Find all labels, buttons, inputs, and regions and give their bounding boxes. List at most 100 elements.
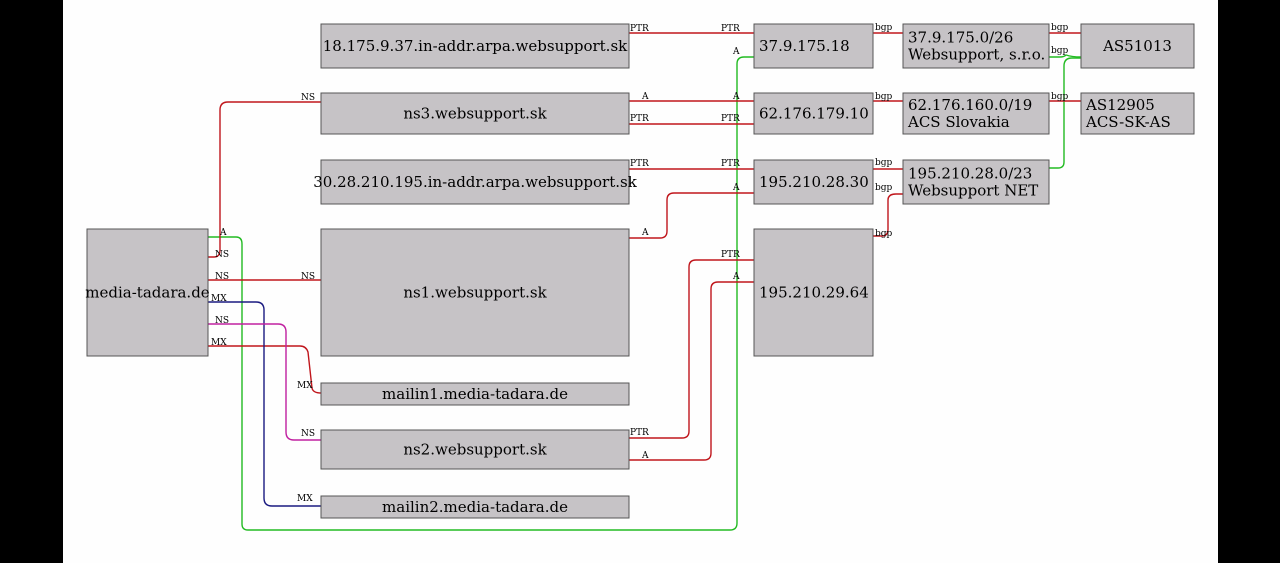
label-bgp-net2: bgp xyxy=(1051,92,1069,102)
label-ptr-rev2-src: PTR xyxy=(630,159,649,169)
edge-a-ns2-ip4 xyxy=(629,281,754,461)
node-ip3[interactable]: 195.210.28.30 xyxy=(753,159,874,205)
node-rev1[interactable]: 18.175.9.37.in-addr.arpa.websupport.sk xyxy=(320,23,630,69)
label-a-ns3: A xyxy=(641,92,649,102)
label-a-ip4: A xyxy=(732,272,740,282)
node-rev1-label: 18.175.9.37.in-addr.arpa.websupport.sk xyxy=(323,37,628,55)
label-bgp-net1: bgp xyxy=(1051,23,1069,33)
label-a-domain: A xyxy=(219,228,227,238)
label-a-ip1: A xyxy=(732,47,740,57)
label-a-ns1: A xyxy=(641,228,649,238)
node-mailin2[interactable]: mailin2.media-tadara.de xyxy=(320,495,630,519)
node-domain-box xyxy=(86,228,209,357)
node-mailin2-label: mailin2.media-tadara.de xyxy=(382,498,568,516)
label-ptr-ns3-dst: PTR xyxy=(721,114,740,124)
node-mailin1[interactable]: mailin1.media-tadara.de xyxy=(320,382,630,406)
node-net3-box xyxy=(902,159,1050,205)
node-domain-label: media-tadara.de xyxy=(85,284,210,302)
edge-ns-domain-ns2 xyxy=(208,323,321,441)
label-ns-domain-2: NS xyxy=(215,272,229,282)
node-as1[interactable]: AS51013 xyxy=(1080,23,1195,69)
label-bgp-ip4: bgp xyxy=(875,229,893,239)
node-as2-box xyxy=(1080,92,1195,135)
node-net1-label: Websupport, s.r.o. xyxy=(908,46,1045,64)
label-ns-domain-1: NS xyxy=(215,250,229,260)
node-net1-label: 37.9.175.0/26 xyxy=(908,29,1013,47)
node-ns1-box xyxy=(320,228,630,357)
label-a-ip2: A xyxy=(732,92,740,102)
label-ptr-rev2-dst: PTR xyxy=(721,159,740,169)
node-as2-label: AS12905 xyxy=(1085,96,1155,114)
edge-a-ns1-ip3 xyxy=(629,192,754,239)
node-ip4-label: 195.210.29.64 xyxy=(759,284,869,302)
edge-a-domain-ip1 xyxy=(208,56,754,531)
label-ns-ns3: NS xyxy=(301,93,315,103)
label-mx-mailin1: MX xyxy=(297,381,313,391)
node-ip1[interactable]: 37.9.175.18 xyxy=(753,23,874,69)
diagram-canvas: media-tadara.de 18.175.9.37.in-addr.arpa.… xyxy=(63,0,1218,563)
label-ptr-ns2: PTR xyxy=(630,428,649,438)
node-ns3[interactable]: ns3.websupport.sk xyxy=(320,92,630,135)
edge-bgp-ip4-net3 xyxy=(873,193,903,237)
node-net3-label: Websupport NET xyxy=(908,182,1038,200)
node-ns3-box xyxy=(320,92,630,135)
node-ns3-label: ns3.websupport.sk xyxy=(403,105,547,123)
node-mailin2-box xyxy=(320,495,630,519)
node-ip2[interactable]: 62.176.179.10 xyxy=(753,92,874,135)
dns-graph: media-tadara.de 18.175.9.37.in-addr.arpa.… xyxy=(85,23,1195,531)
node-rev1-box xyxy=(320,23,630,69)
node-rev2-label: 30.28.210.195.in-addr.arpa.websupport.sk xyxy=(313,173,637,191)
label-a-ns2: A xyxy=(641,451,649,461)
edge-mx-domain-mailin1 xyxy=(208,345,322,394)
node-domain[interactable]: media-tadara.de xyxy=(85,228,210,357)
node-ns1[interactable]: ns1.websupport.sk xyxy=(320,228,630,357)
label-mx-domain-1: MX xyxy=(211,294,227,304)
label-ns-ns2: NS xyxy=(301,429,315,439)
node-as1-box xyxy=(1080,23,1195,69)
label-ptr-ip4: PTR xyxy=(721,250,740,260)
node-ip2-box xyxy=(753,92,874,135)
label-ns-ns1: NS xyxy=(301,272,315,282)
node-rev2-box xyxy=(320,159,630,205)
node-ip1-label: 37.9.175.18 xyxy=(759,37,850,55)
node-ip1-box xyxy=(753,23,874,69)
node-ip3-box xyxy=(753,159,874,205)
edge-ns-domain-ns3 xyxy=(208,101,321,258)
label-ptr-rev1-src: PTR xyxy=(630,24,649,34)
label-bgp-net1b: bgp xyxy=(1051,46,1069,56)
node-net3-label: 195.210.28.0/23 xyxy=(908,165,1032,183)
edge-mx-domain-mailin2 xyxy=(208,301,321,507)
label-ns-domain-3: NS xyxy=(215,316,229,326)
edge-bgp-net3-as1 xyxy=(1049,57,1081,169)
node-net2-label: ACS Slovakia xyxy=(907,113,1010,131)
node-ns2-label: ns2.websupport.sk xyxy=(403,441,547,459)
node-ip4[interactable]: 195.210.29.64 xyxy=(753,228,874,357)
node-ip4-box xyxy=(753,228,874,357)
node-net2-label: 62.176.160.0/19 xyxy=(908,96,1032,114)
label-bgp-ip3: bgp xyxy=(875,158,893,168)
node-ns2-box xyxy=(320,429,630,470)
label-mx-mailin2: MX xyxy=(297,494,313,504)
node-mailin1-label: mailin1.media-tadara.de xyxy=(382,385,568,403)
node-ip2-label: 62.176.179.10 xyxy=(759,105,869,123)
edge-ptr-ns2-ip4 xyxy=(629,259,754,439)
label-bgp-ip2: bgp xyxy=(875,92,893,102)
label-ptr-rev1-dst: PTR xyxy=(721,24,740,34)
label-ptr-ns3-src: PTR xyxy=(630,114,649,124)
label-bgp-ip3b: bgp xyxy=(875,183,893,193)
node-ip3-label: 195.210.28.30 xyxy=(759,173,869,191)
node-as1-label: AS51013 xyxy=(1102,37,1172,55)
node-ns1-label: ns1.websupport.sk xyxy=(403,284,547,302)
edge-bgp-net1-as1 xyxy=(1049,54,1082,58)
node-net1-box xyxy=(902,23,1050,69)
node-rev2[interactable]: 30.28.210.195.in-addr.arpa.websupport.sk xyxy=(313,159,638,205)
node-mailin1-box xyxy=(320,382,630,406)
node-net2-box xyxy=(902,92,1050,135)
node-ns2[interactable]: ns2.websupport.sk xyxy=(320,429,630,470)
node-as2-label: ACS-SK-AS xyxy=(1085,113,1171,131)
label-a-ip3: A xyxy=(732,183,740,193)
